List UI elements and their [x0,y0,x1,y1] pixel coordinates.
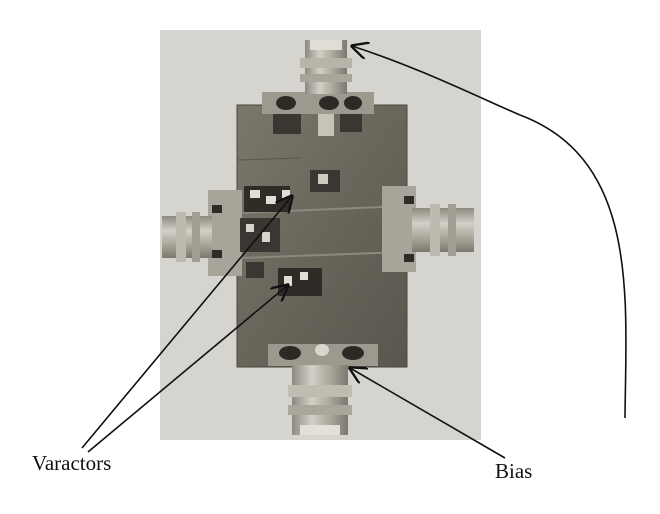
top-connector [262,40,374,136]
right-connector [382,186,474,272]
bias-arrow-bottom [350,368,506,459]
bottom-connector [268,344,378,435]
varactors-label: Varactors [32,451,112,475]
bias-label: Bias [495,459,533,483]
annotation-arrows [81,46,627,459]
varactor-arrow-lower [87,285,288,453]
bias-arrow-curve [352,46,627,419]
varactor-arrow-upper [81,196,292,449]
